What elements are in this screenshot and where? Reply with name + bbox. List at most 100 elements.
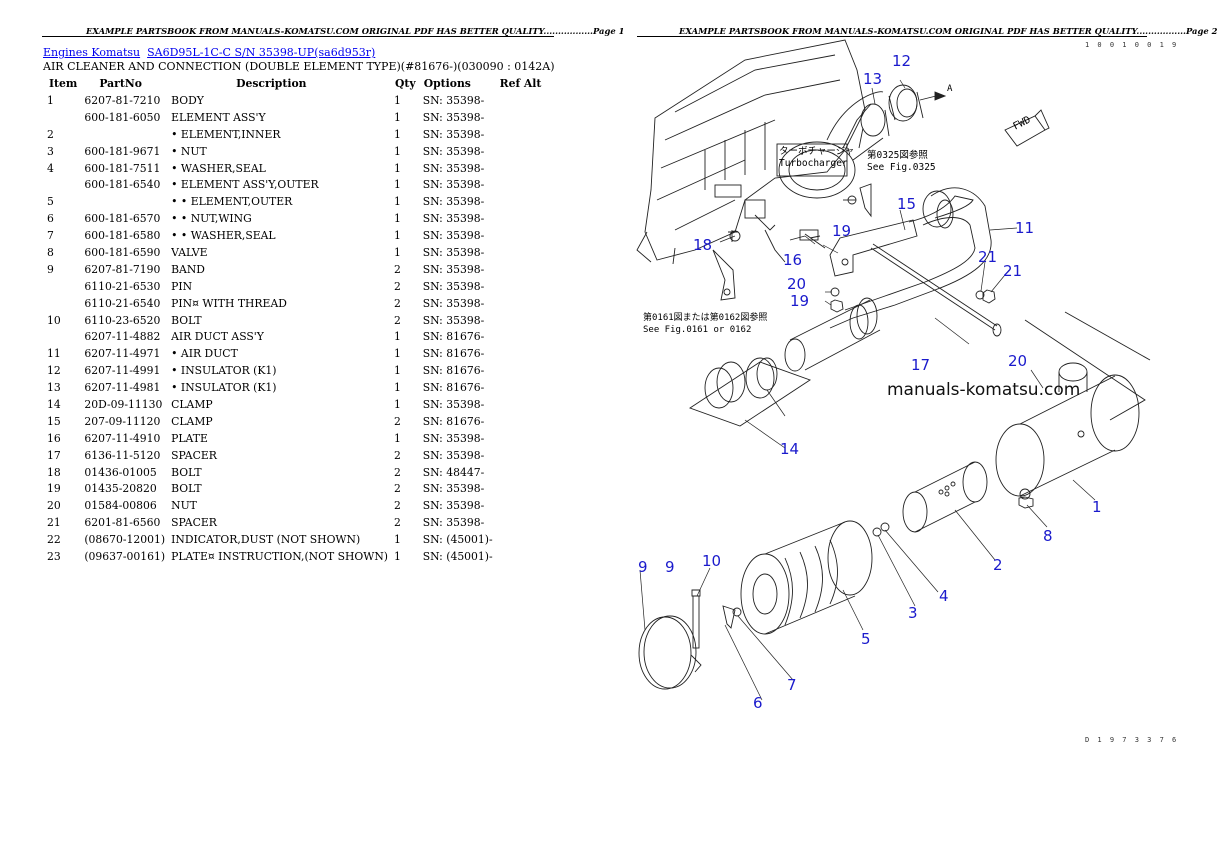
part-description: PLATE¤ INSTRUCTION,(NOT SHOWN) — [171, 549, 389, 563]
ref-alt — [496, 193, 546, 210]
ref-alt — [496, 295, 546, 312]
quantity: 1 — [394, 178, 401, 192]
ref-alt — [496, 396, 546, 413]
callout-number: 21 — [1003, 262, 1023, 280]
serial-options: SN: 35398- — [422, 397, 485, 411]
band-and-bolt-drawing — [638, 589, 702, 690]
callout-number: 19 — [832, 222, 852, 240]
quantity: 2 — [394, 414, 401, 428]
serial-options: SN: 35398- — [422, 161, 485, 175]
engine-block-drawing — [636, 39, 884, 301]
part-description: • ELEMENT,INNER — [171, 127, 281, 141]
part-number — [81, 193, 168, 210]
serial-options: SN: 35398- — [422, 110, 485, 124]
part-number: 01584-00806 — [84, 499, 157, 513]
serial-options: SN: 81676- — [422, 364, 485, 378]
header-rule — [42, 36, 554, 37]
part-description: BOLT — [171, 313, 202, 327]
ref-alt — [496, 480, 546, 497]
quantity: 1 — [394, 229, 401, 243]
item-number: 16 — [47, 431, 61, 445]
ref-alt — [496, 261, 546, 278]
ref-alt — [496, 160, 546, 177]
part-description: • ELEMENT ASS'Y,OUTER — [171, 178, 319, 192]
exploded-parts-diagram — [636, 39, 1151, 701]
item-number — [43, 295, 81, 312]
quantity: 1 — [394, 245, 401, 259]
breadcrumb: Engines Komatsu SA6D95L-1C-C S/N 35398-U… — [43, 46, 375, 59]
see-fig-0325-en: See Fig.0325 — [867, 162, 936, 173]
part-description: • • NUT,WING — [171, 212, 252, 226]
quantity: 1 — [394, 431, 401, 445]
diagram-page: EXAMPLE PARTSBOOK FROM MANUALS-KOMATSU.C… — [595, 0, 1217, 842]
serial-options: SN: 35398- — [422, 178, 485, 192]
watermark: manuals-komatsu.com — [887, 380, 1081, 400]
ref-alt — [496, 447, 546, 464]
part-description: • NUT — [171, 144, 207, 158]
col-header-description: Description — [236, 77, 307, 90]
breadcrumb-link-engines[interactable]: Engines Komatsu — [43, 46, 141, 59]
see-fig-0161-jp: 第0161図または第0162図参照 — [643, 313, 768, 323]
item-number — [43, 176, 81, 193]
page-header: EXAMPLE PARTSBOOK FROM MANUALS-KOMATSU.C… — [679, 26, 1217, 36]
part-number: 20D-09-11130 — [84, 397, 163, 411]
part-number: 6110-23-6520 — [84, 313, 161, 327]
ref-alt — [496, 278, 546, 295]
callout-number: 8 — [1043, 527, 1053, 545]
part-description: • WASHER,SEAL — [171, 161, 266, 175]
item-number — [43, 328, 81, 345]
callout-number: 9 — [638, 558, 648, 576]
callout-number: 4 — [939, 587, 949, 605]
part-description: BODY — [171, 93, 204, 107]
callout-number: 15 — [897, 195, 917, 213]
part-description: SPACER — [171, 448, 217, 462]
part-number: 6201-81-6560 — [84, 516, 161, 530]
section-title: AIR CLEANER AND CONNECTION (DOUBLE ELEME… — [43, 60, 555, 73]
part-number: 6207-11-4910 — [84, 431, 161, 445]
part-description: AIR DUCT ASS'Y — [171, 330, 264, 344]
item-number: 13 — [47, 381, 61, 395]
serial-options: SN: 81676- — [422, 414, 485, 428]
part-number: 600-181-6590 — [84, 245, 161, 259]
callout-number: 5 — [861, 630, 871, 648]
serial-options: SN: 35398- — [422, 229, 485, 243]
part-number: 6207-11-4981 — [84, 381, 161, 395]
col-header-refalt: Ref Alt — [499, 77, 542, 90]
breadcrumb-link-model[interactable]: SA6D95L-1C-C S/N 35398-UP(sa6d953r) — [147, 46, 376, 59]
turbocharger-ref-box — [776, 143, 848, 177]
item-number: 11 — [47, 347, 61, 361]
part-description: • • ELEMENT,OUTER — [171, 195, 293, 209]
callout-number: 20 — [1008, 352, 1028, 370]
quantity: 1 — [394, 533, 401, 547]
part-number: 6207-11-4882 — [84, 330, 161, 344]
ref-alt — [496, 514, 546, 531]
callout-number: 13 — [863, 70, 883, 88]
serial-options: SN: 35398- — [422, 313, 485, 327]
quantity: 1 — [394, 347, 401, 361]
item-number: 12 — [47, 364, 61, 378]
ref-alt — [496, 430, 546, 447]
serial-options: SN: 35398- — [422, 279, 485, 293]
callout-number: 7 — [787, 676, 797, 694]
ref-alt — [496, 92, 546, 109]
part-number: 6207-11-4971 — [84, 347, 161, 361]
part-number: 600-181-6540 — [84, 178, 161, 192]
part-description: VALVE — [171, 245, 208, 259]
quantity: 1 — [394, 212, 401, 226]
quantity: 1 — [394, 93, 401, 107]
serial-options: SN: 48447- — [422, 465, 485, 479]
part-description: PLATE — [171, 431, 208, 445]
callout-number: 18 — [693, 236, 713, 254]
